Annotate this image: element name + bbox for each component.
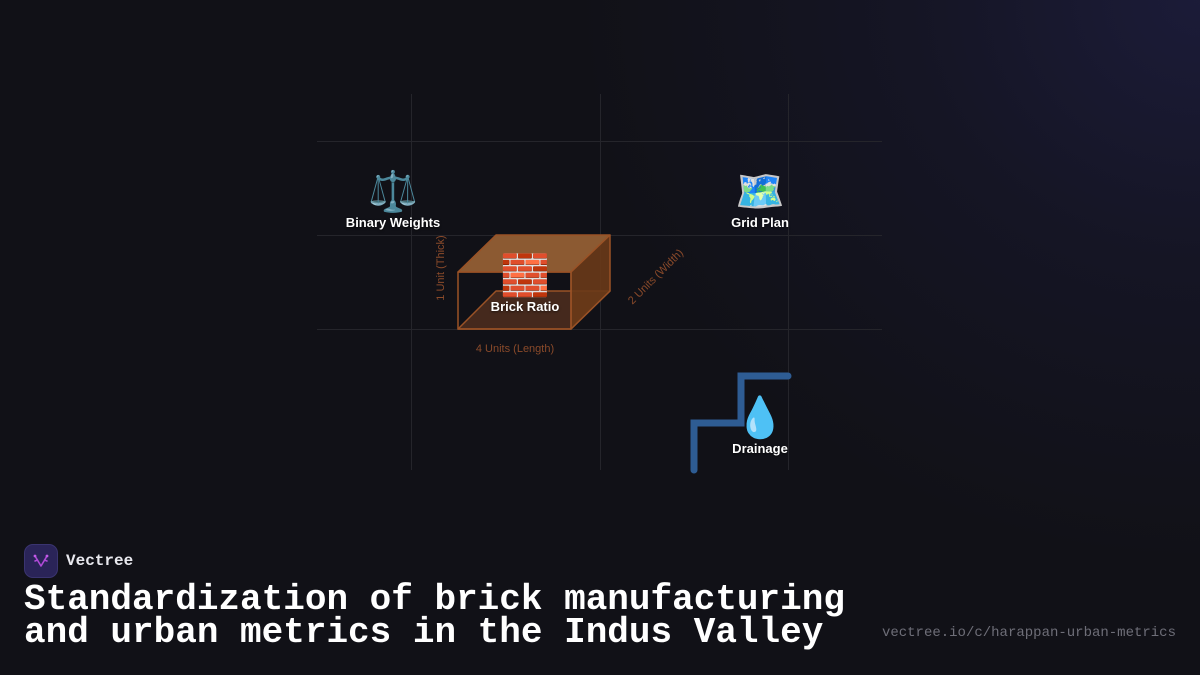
node-label: Binary Weights xyxy=(345,215,441,230)
map-icon: 🗺️ xyxy=(735,169,785,215)
brand-name: Vectree xyxy=(66,552,134,570)
brick-front-face xyxy=(457,271,572,330)
title-line-1: Standardization of brick manufacturing xyxy=(24,579,845,620)
node-drainage: 💧 Drainage xyxy=(732,395,788,457)
node-label: Drainage xyxy=(732,441,788,456)
vectree-logo-glyph xyxy=(33,554,49,567)
drainage-pipe xyxy=(690,372,792,474)
page-title: Standardization of brick manufacturing a… xyxy=(24,579,845,653)
node-brick-ratio: 🧱 Brick Ratio xyxy=(491,253,560,315)
brand: Vectree xyxy=(24,544,133,578)
brick-box xyxy=(457,234,611,330)
title-line-2: and urban metrics in the Indus Valley xyxy=(24,612,824,653)
brick-icon: 🧱 xyxy=(500,253,550,299)
scales-icon: ⚖️ xyxy=(368,169,418,215)
droplet-icon: 💧 xyxy=(735,395,785,441)
vectree-logo-icon xyxy=(24,544,58,578)
node-grid-plan: 🗺️ Grid Plan xyxy=(731,169,789,231)
node-label: Brick Ratio xyxy=(490,299,560,314)
node-label: Grid Plan xyxy=(731,215,789,230)
node-binary-weights: ⚖️ Binary Weights xyxy=(346,169,440,231)
thickness-dimension-label: 1 Unit (Thick) xyxy=(435,235,447,301)
length-dimension-label: 4 Units (Length) xyxy=(475,343,555,355)
source-url: vectree.io/c/harappan-urban-metrics xyxy=(881,625,1176,641)
